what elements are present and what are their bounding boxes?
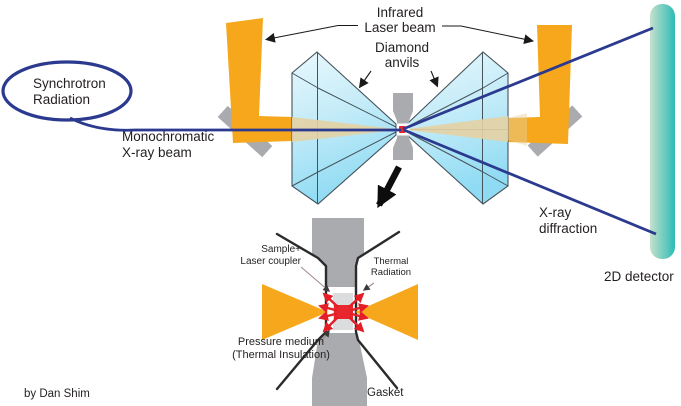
- diffraction-line-up: [402, 26, 654, 131]
- synchrotron-radiation-label: Synchrotron Radiation: [33, 76, 106, 107]
- synchrotron-ellipse: [1, 60, 133, 122]
- laser-beam-left: [226, 18, 292, 143]
- sample-pointer: [300, 266, 331, 292]
- gasket-label: Gasket: [367, 387, 404, 399]
- diamond-anvils-label: Diamond anvils: [374, 40, 430, 70]
- pressure-medium-label: Pressure medium (Thermal Insulation): [232, 336, 330, 361]
- infrared-arrow-left: [265, 24, 358, 43]
- inset-sample-square: [334, 305, 353, 319]
- diamond-arrow-left: [358, 70, 372, 89]
- laser-cone-left: [262, 284, 328, 340]
- zoom-arrow: [376, 165, 402, 209]
- inset-pointers: [300, 266, 375, 343]
- diffraction-line-down: [403, 128, 657, 236]
- thermal-radiation-arrows: [318, 292, 369, 333]
- thermal-pointer: [362, 282, 375, 291]
- laser-cone-right: [355, 284, 418, 340]
- thermal-radiation-label: Thermal Radiation: [370, 256, 412, 278]
- 2d-detector-label: 2D detector: [604, 269, 674, 284]
- xray-beam-line: [69, 116, 401, 132]
- infrared-laser-beam-label: Infrared Laser beam: [364, 5, 436, 35]
- credit-label: by Dan Shim: [24, 388, 90, 400]
- laser-beam-right: [508, 25, 572, 144]
- infrared-arrow-right: [442, 25, 534, 45]
- pressure-pointer: [320, 329, 330, 343]
- diamond-arrow-right: [429, 70, 439, 88]
- sample-laser-coupler-label: Sample+ Laser coupler: [240, 244, 301, 267]
- xray-beams: [69, 26, 657, 236]
- xray-diffraction-label: X-ray diffraction: [539, 205, 598, 236]
- label-arrows: [265, 24, 534, 89]
- monochromatic-xray-beam-label: Monochromatic X-ray beam: [122, 129, 215, 160]
- detector-bar: [650, 4, 675, 259]
